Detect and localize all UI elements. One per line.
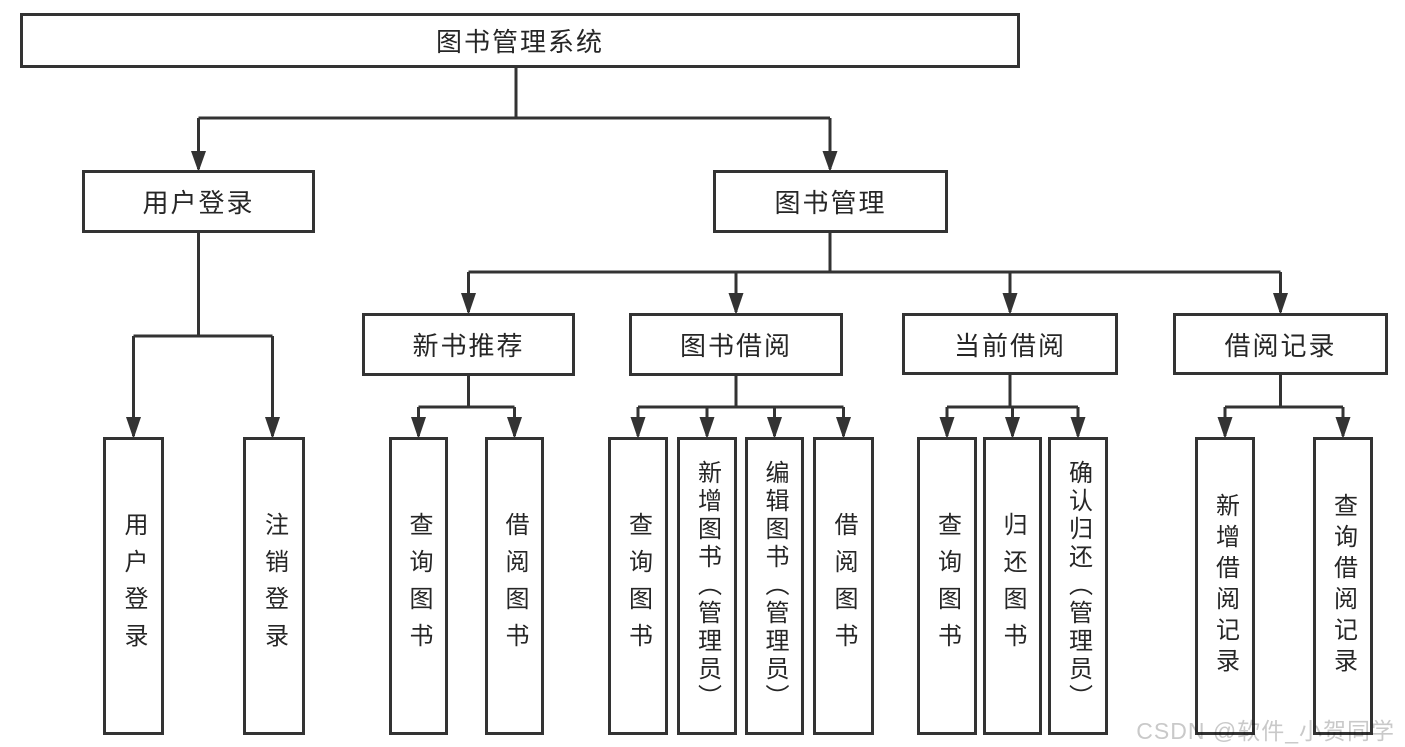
node-book-management: 图书管理 bbox=[713, 170, 948, 233]
leaf-user-login: 用户登录 bbox=[103, 437, 164, 735]
node-borrow-records-label: 借阅记录 bbox=[1224, 330, 1337, 361]
node-new-book-recommend: 新书推荐 bbox=[362, 313, 575, 376]
node-book-borrowing: 图书借阅 bbox=[629, 313, 843, 376]
leaf-borrow-books-recommend-label: 借阅图书 bbox=[501, 512, 528, 660]
leaf-edit-books-admin-label: 编辑图书（管理员） bbox=[761, 460, 788, 712]
leaf-confirm-return-admin-label: 确认归还（管理员） bbox=[1064, 460, 1092, 712]
leaf-return-books: 归还图书 bbox=[983, 437, 1042, 735]
leaf-edit-books-admin: 编辑图书（管理员） bbox=[745, 437, 804, 735]
node-current-borrowing: 当前借阅 bbox=[902, 313, 1118, 375]
leaf-query-books-borrowing-label: 查询图书 bbox=[624, 512, 652, 660]
node-user-login-label: 用户登录 bbox=[142, 188, 255, 218]
csdn-watermark: CSDN @软件_小贺同学 bbox=[1136, 718, 1395, 744]
leaf-query-books-current: 查询图书 bbox=[917, 437, 977, 735]
leaf-logout-label: 注销登录 bbox=[260, 512, 288, 660]
leaf-query-borrow-record: 查询借阅记录 bbox=[1313, 437, 1373, 735]
leaf-query-books-recommend-label: 查询图书 bbox=[405, 512, 432, 660]
leaf-return-books-label: 归还图书 bbox=[999, 512, 1026, 660]
leaf-add-borrow-record: 新增借阅记录 bbox=[1195, 437, 1255, 735]
leaf-query-books-borrowing: 查询图书 bbox=[608, 437, 668, 735]
leaf-confirm-return-admin: 确认归还（管理员） bbox=[1048, 437, 1108, 735]
arrowheads bbox=[126, 151, 1351, 439]
leaf-query-books-recommend: 查询图书 bbox=[389, 437, 448, 735]
leaf-borrow-books-recommend: 借阅图书 bbox=[485, 437, 544, 735]
leaf-borrow-books-label: 借阅图书 bbox=[830, 512, 857, 660]
leaf-borrow-books: 借阅图书 bbox=[813, 437, 874, 735]
leaf-logout: 注销登录 bbox=[243, 437, 305, 735]
leaf-query-borrow-record-label: 查询借阅记录 bbox=[1329, 493, 1357, 679]
node-current-borrowing-label: 当前借阅 bbox=[953, 330, 1066, 361]
leaf-add-books-admin: 新增图书（管理员） bbox=[677, 437, 737, 735]
node-user-login: 用户登录 bbox=[82, 170, 315, 233]
leaf-query-books-current-label: 查询图书 bbox=[933, 512, 961, 660]
leaf-add-borrow-record-label: 新增借阅记录 bbox=[1211, 493, 1239, 679]
node-borrow-records: 借阅记录 bbox=[1173, 313, 1388, 375]
node-library-system: 图书管理系统 bbox=[20, 13, 1020, 68]
node-library-system-label: 图书管理系统 bbox=[435, 27, 604, 57]
node-book-management-label: 图书管理 bbox=[774, 188, 887, 218]
leaf-add-books-admin-label: 新增图书（管理员） bbox=[693, 460, 721, 712]
leaf-user-login-label: 用户登录 bbox=[120, 512, 147, 660]
node-book-borrowing-label: 图书借阅 bbox=[679, 331, 792, 361]
node-new-book-recommend-label: 新书推荐 bbox=[412, 331, 525, 361]
